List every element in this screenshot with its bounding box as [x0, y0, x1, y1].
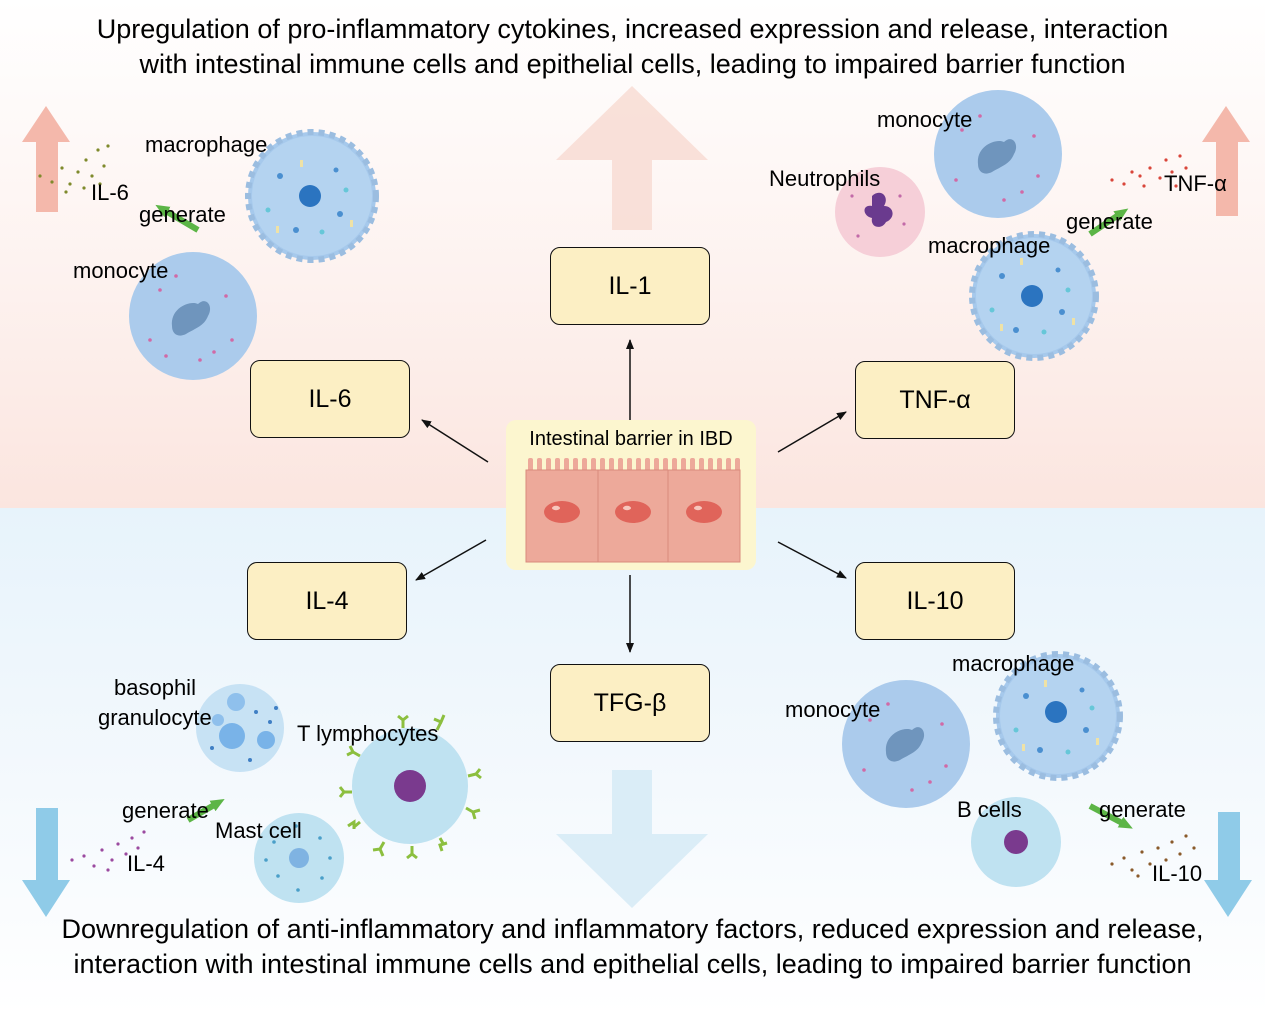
generate-arrow-icon [1088, 803, 1133, 829]
generate-label: generate [1066, 209, 1153, 234]
il4-particles-icon [70, 830, 146, 872]
macrophage-label: macrophage [952, 651, 1075, 676]
monocyte-cell-icon [934, 90, 1062, 218]
il10-box: IL-10 [855, 562, 1015, 640]
granulocyte-label: granulocyte [98, 705, 212, 730]
big-up-arrow-icon [556, 86, 708, 230]
mast-cell-label: Mast cell [215, 818, 302, 843]
intestinal-barrier-title: Intestinal barrier in IBD [529, 428, 733, 450]
il6-box: IL-6 [250, 360, 410, 438]
generate-arrow-icon [186, 799, 225, 823]
macrophage-cell-icon [969, 231, 1099, 361]
intestinal-barrier-panel: Intestinal barrier in IBD [506, 420, 756, 570]
t-lymphocytes-label: T lymphocytes [297, 721, 439, 746]
generate-arrow-icon [155, 204, 200, 233]
il1-box: IL-1 [550, 247, 710, 325]
basophil-granulocyte-icon [196, 684, 284, 772]
il10-particles-icon [1110, 834, 1196, 878]
monocyte-label: monocyte [785, 697, 881, 722]
generate-label: generate [122, 798, 209, 823]
generate-label: generate [1099, 797, 1186, 822]
neutrophils-label: Neutrophils [769, 166, 881, 191]
il4-product-label: IL-4 [127, 851, 165, 876]
monocyte-label: monocyte [73, 258, 169, 283]
big-down-arrow-icon [556, 770, 708, 908]
b-cell-icon [971, 797, 1061, 887]
macrophage-cell-icon [245, 129, 379, 263]
up-trend-arrow-icon [22, 106, 70, 212]
arrow-to-il6 [421, 419, 489, 463]
tnf-product-label: TNF-α [1164, 171, 1227, 196]
down-trend-arrow-icon [22, 808, 70, 917]
generate-arrow-icon [1088, 208, 1129, 237]
arrow-to-il10 [777, 541, 847, 579]
t-lymphocyte-cell-icon [338, 714, 482, 860]
down-trend-arrow-icon [1204, 812, 1252, 917]
macrophage-cell-icon [993, 651, 1123, 781]
b-cells-label: B cells [957, 797, 1022, 822]
arrow-to-il4 [415, 539, 487, 581]
epithelium-icon [525, 458, 741, 563]
mast-cell-icon [254, 813, 344, 903]
macrophage-label: macrophage [928, 233, 1051, 258]
macrophage-label: macrophage [145, 132, 268, 157]
heading-line: Upregulation of pro-inflammatory cytokin… [96, 14, 1169, 44]
il10-product-label: IL-10 [1152, 861, 1203, 886]
il6-particles-icon [38, 144, 110, 194]
monocyte-cell-icon [129, 252, 257, 380]
tfg-beta-box: TFG-β [550, 664, 710, 742]
tnf-particles-icon [1110, 154, 1188, 188]
generate-label: generate [139, 202, 226, 227]
monocyte-cell-icon [842, 680, 970, 808]
monocyte-label: monocyte [877, 107, 973, 132]
heading-line: interaction with intestinal immune cells… [73, 949, 1192, 979]
basophil-label: basophil [114, 675, 196, 700]
up-trend-arrow-icon [1202, 106, 1250, 216]
heading-line: Downregulation of anti-inflammatory and … [61, 914, 1204, 944]
downregulation-heading: Downregulation of anti-inflammatory and … [0, 912, 1265, 982]
il4-box: IL-4 [247, 562, 407, 640]
arrow-to-tnf [777, 411, 847, 453]
heading-line: with intestinal immune cells and epithel… [139, 49, 1126, 79]
neutrophil-cell-icon [835, 167, 925, 257]
tnf-alpha-box: TNF-α [855, 361, 1015, 439]
il6-product-label: IL-6 [91, 180, 129, 205]
upregulation-heading: Upregulation of pro-inflammatory cytokin… [0, 12, 1265, 82]
